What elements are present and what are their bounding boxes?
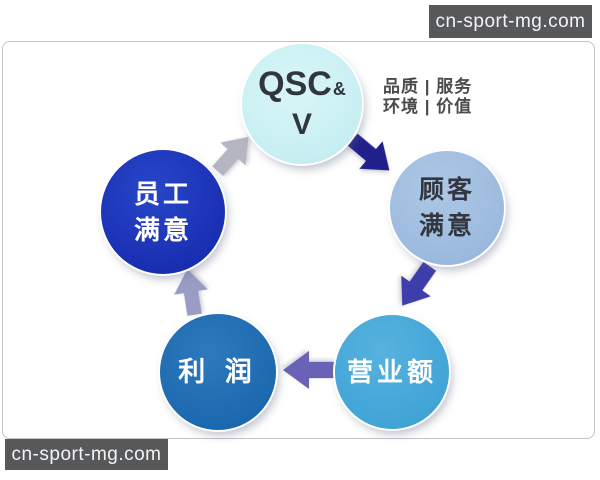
qscv-main-text: QSC: [258, 65, 332, 103]
node-profit: 利 润: [160, 314, 276, 430]
arrow-revenue-to-profit: [283, 351, 335, 389]
qscv-legend: 品质 | 服务 环境 | 价值: [383, 77, 472, 117]
arrow-qscv-to-customer: [347, 133, 390, 171]
watermark-bottom-left: cn-sport-mg.com: [5, 439, 168, 470]
node-customer-satisfaction: 顾客 满意: [390, 151, 504, 265]
employee-line2: 满意: [133, 215, 192, 245]
customer-line2: 满意: [418, 212, 475, 240]
node-qscv: QSC & V: [242, 44, 362, 164]
profit-label: 利 润: [178, 357, 258, 387]
qscv-legend-line1: 品质 | 服务: [383, 77, 473, 96]
qscv-v-text: V: [291, 108, 312, 141]
revenue-label: 营业额: [346, 357, 437, 387]
node-qscv-line1: QSC &: [258, 67, 346, 106]
qscv-legend-line2: 环境 | 价值: [383, 97, 473, 116]
arrow-profit-to-employee: [174, 269, 208, 316]
arrow-employee-to-qscv: [212, 136, 249, 176]
watermark-text: cn-sport-mg.com: [435, 10, 586, 32]
watermark-text: cn-sport-mg.com: [11, 443, 162, 465]
node-employee-satisfaction: 员工 满意: [101, 150, 225, 274]
qscv-amp-text: &: [332, 79, 346, 99]
node-revenue: 营业额: [335, 315, 449, 429]
watermark-top-right: cn-sport-mg.com: [429, 5, 592, 38]
customer-line1: 顾客: [418, 176, 475, 204]
employee-line1: 员工: [133, 179, 192, 209]
arrow-customer-to-revenue: [401, 261, 437, 306]
